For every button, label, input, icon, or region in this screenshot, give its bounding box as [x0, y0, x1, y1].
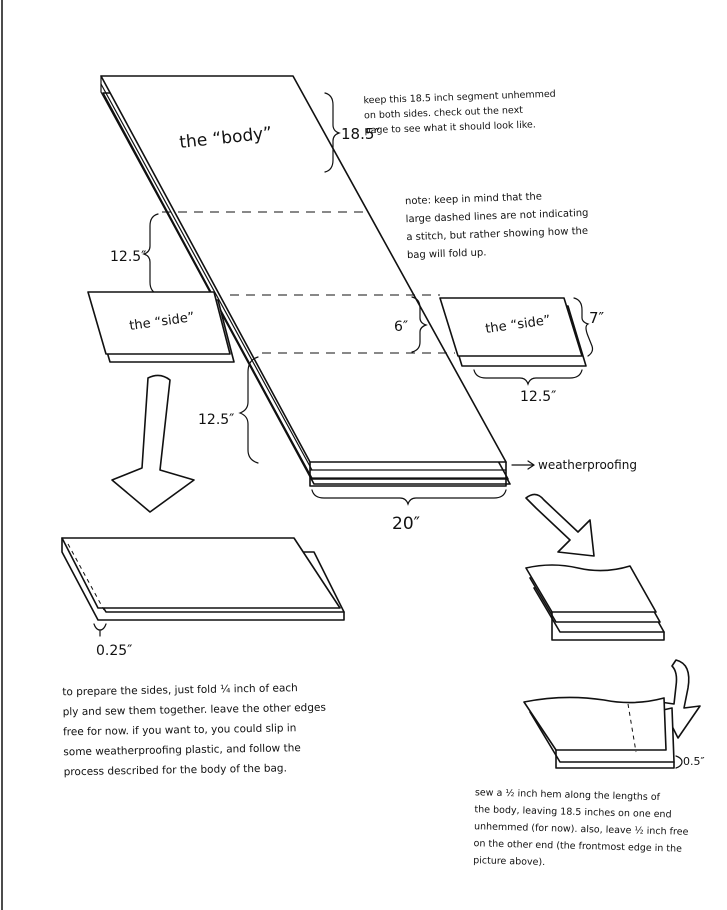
brace-20	[311, 489, 507, 506]
diagonal-arrow	[525, 493, 595, 557]
brace-7	[573, 297, 594, 357]
dim-6: 6″	[394, 319, 408, 335]
body-fabric	[100, 75, 511, 487]
brace-12-5-side	[473, 369, 583, 386]
dim-0-25: 0.25″	[96, 643, 132, 659]
hemmed-side-piece	[61, 537, 345, 621]
weatherproofing-arrow	[511, 460, 536, 470]
dim-12-5-upper: 12.5″	[110, 249, 146, 265]
brace-0-25	[93, 623, 107, 637]
note-hem-body: sew a ½ inch hem along the lengths of th…	[473, 787, 689, 869]
note-top-right: keep this 18.5 inch segment unhemmed on …	[363, 88, 556, 137]
weatherproofing-label: weatherproofing	[538, 458, 637, 472]
side-piece-left: the “side”	[87, 291, 235, 363]
dim-7: 7″	[589, 309, 605, 327]
folded-stack	[525, 564, 665, 641]
dim-20: 20″	[392, 514, 420, 534]
dim-12-5-side: 12.5″	[520, 389, 556, 405]
dim-0-5: 0.5″	[683, 755, 705, 768]
brace-6	[411, 296, 428, 353]
dim-18-5: 18.5″	[341, 125, 380, 143]
note-prepare-sides: to prepare the sides, just fold ¼ inch o…	[62, 682, 326, 779]
brace-0-5	[675, 755, 683, 769]
dim-12-5-lower: 12.5″	[198, 412, 234, 428]
side-piece-right: the “side”	[439, 297, 587, 367]
down-arrow-left	[111, 374, 195, 513]
brace-12-5-lower	[238, 356, 259, 464]
note-dashed-lines: note: keep in mind that the large dashed…	[404, 191, 589, 262]
brace-18-5	[324, 92, 341, 173]
hemmed-body-piece	[523, 696, 675, 769]
brace-12-5-upper	[142, 213, 159, 295]
